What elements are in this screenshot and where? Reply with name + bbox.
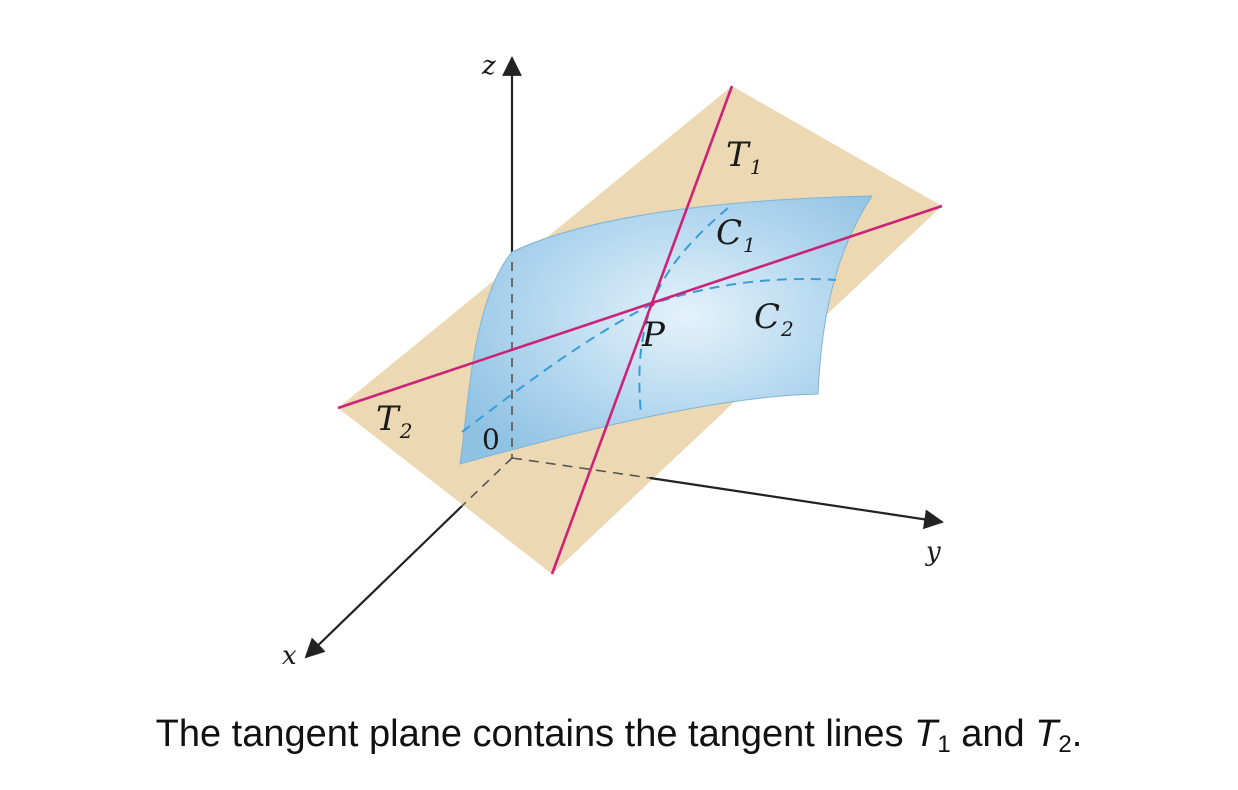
caption-t1-sub: 1 [937,731,951,758]
z-axis-label: z [481,51,496,81]
c1-label: C1 [716,213,756,257]
y-axis [649,476,944,530]
x-axis-label: x [282,641,297,671]
point-p-marker [649,301,655,307]
t2-label: T2 [376,399,412,443]
caption-text-3: . [1071,713,1083,755]
caption-text-2: and [950,713,1036,755]
tangent-line-t2 [337,204,943,410]
caption-text-1: The tangent plane contains the tangent l… [155,713,915,755]
point-p-label: P [641,315,666,355]
caption-t2-sub: 2 [1058,731,1072,758]
caption-t2-letter: T [1035,713,1059,755]
c2-label: C2 [754,297,794,341]
tangent-line-t1 [550,85,734,575]
t1-label: T1 [726,135,762,179]
figure-caption: The tangent plane contains the tangent l… [0,713,1238,758]
x-axis-hidden [461,457,513,507]
y-axis-hidden [511,457,651,479]
x-axis [304,505,463,659]
y-axis-label: y [925,537,941,567]
tangent-plane-diagram: z y x 0 P T1 T2 C1 C2 [282,51,944,671]
origin-label: 0 [482,423,500,456]
caption-t1-letter: T [914,713,938,755]
